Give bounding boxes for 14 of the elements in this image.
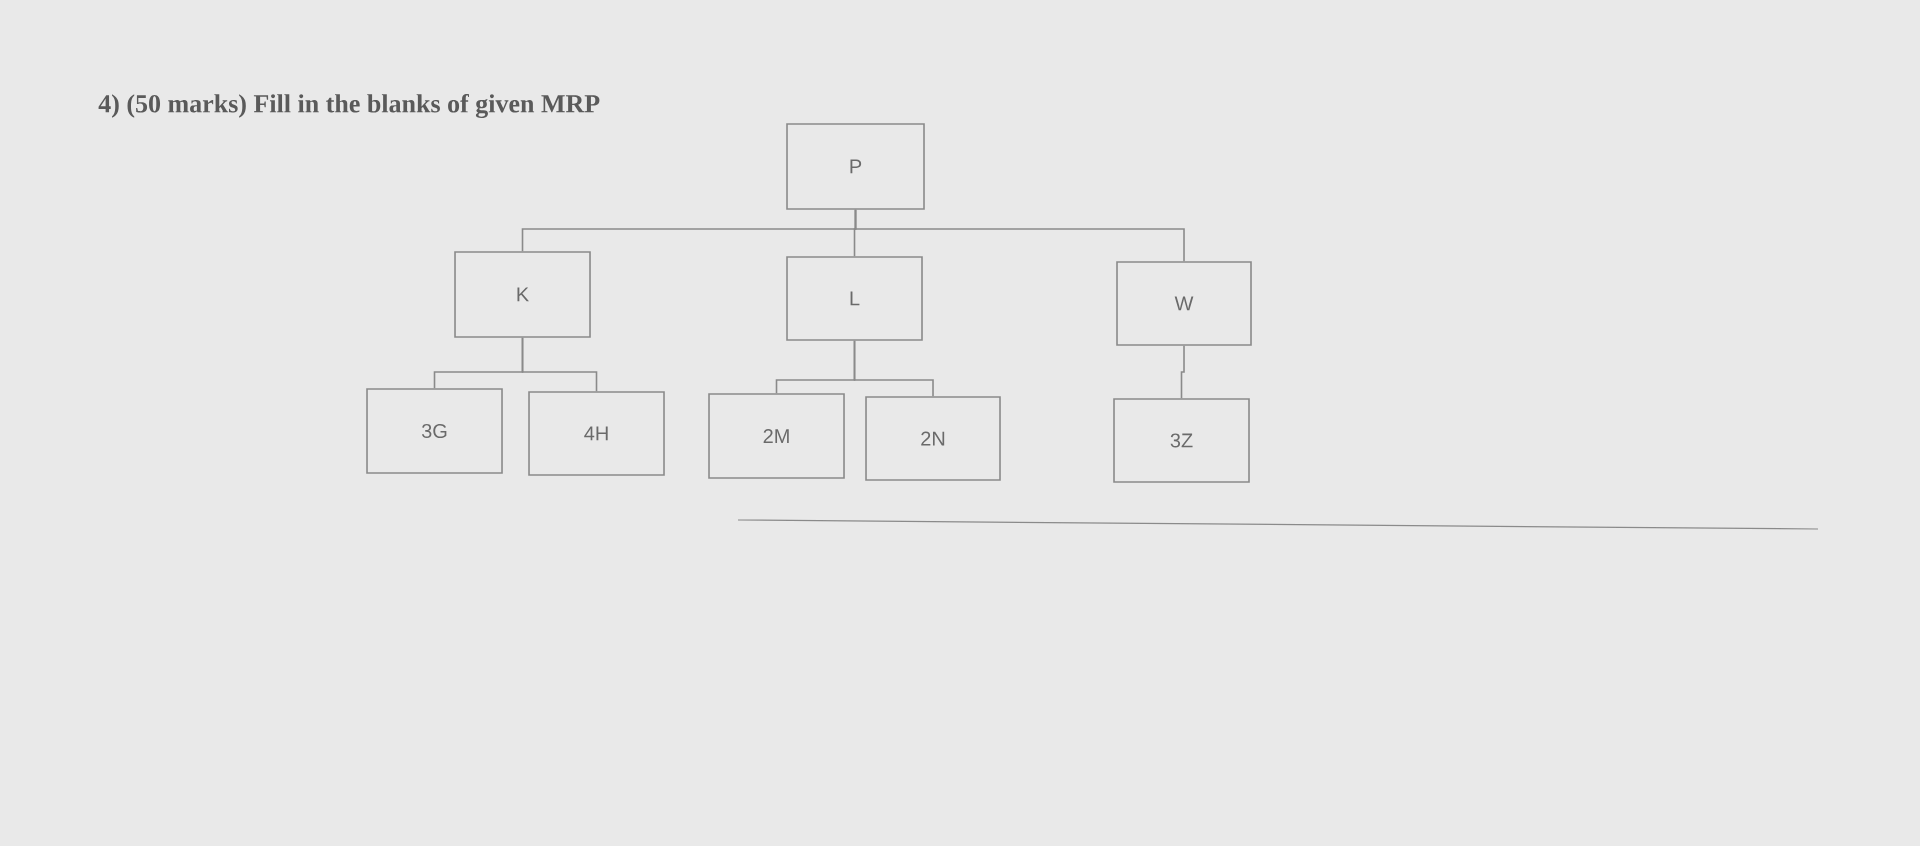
item-box: W <box>1116 261 1252 346</box>
item-box: 4H <box>528 391 665 476</box>
item-box: L <box>786 256 923 341</box>
item-box: 3Z <box>1113 398 1250 483</box>
item-box: 2N <box>865 396 1001 481</box>
connector-line <box>521 337 598 392</box>
item-box: K <box>454 251 591 338</box>
connector-line <box>853 340 934 397</box>
question-title: 4) (50 marks) Fill in the blanks of given MRP <box>98 93 600 118</box>
item-box: P <box>786 123 925 210</box>
connector-line <box>1180 345 1185 399</box>
item-box: 2M <box>708 393 845 479</box>
item-box: 3G <box>366 388 503 474</box>
connector-line <box>854 209 1185 262</box>
